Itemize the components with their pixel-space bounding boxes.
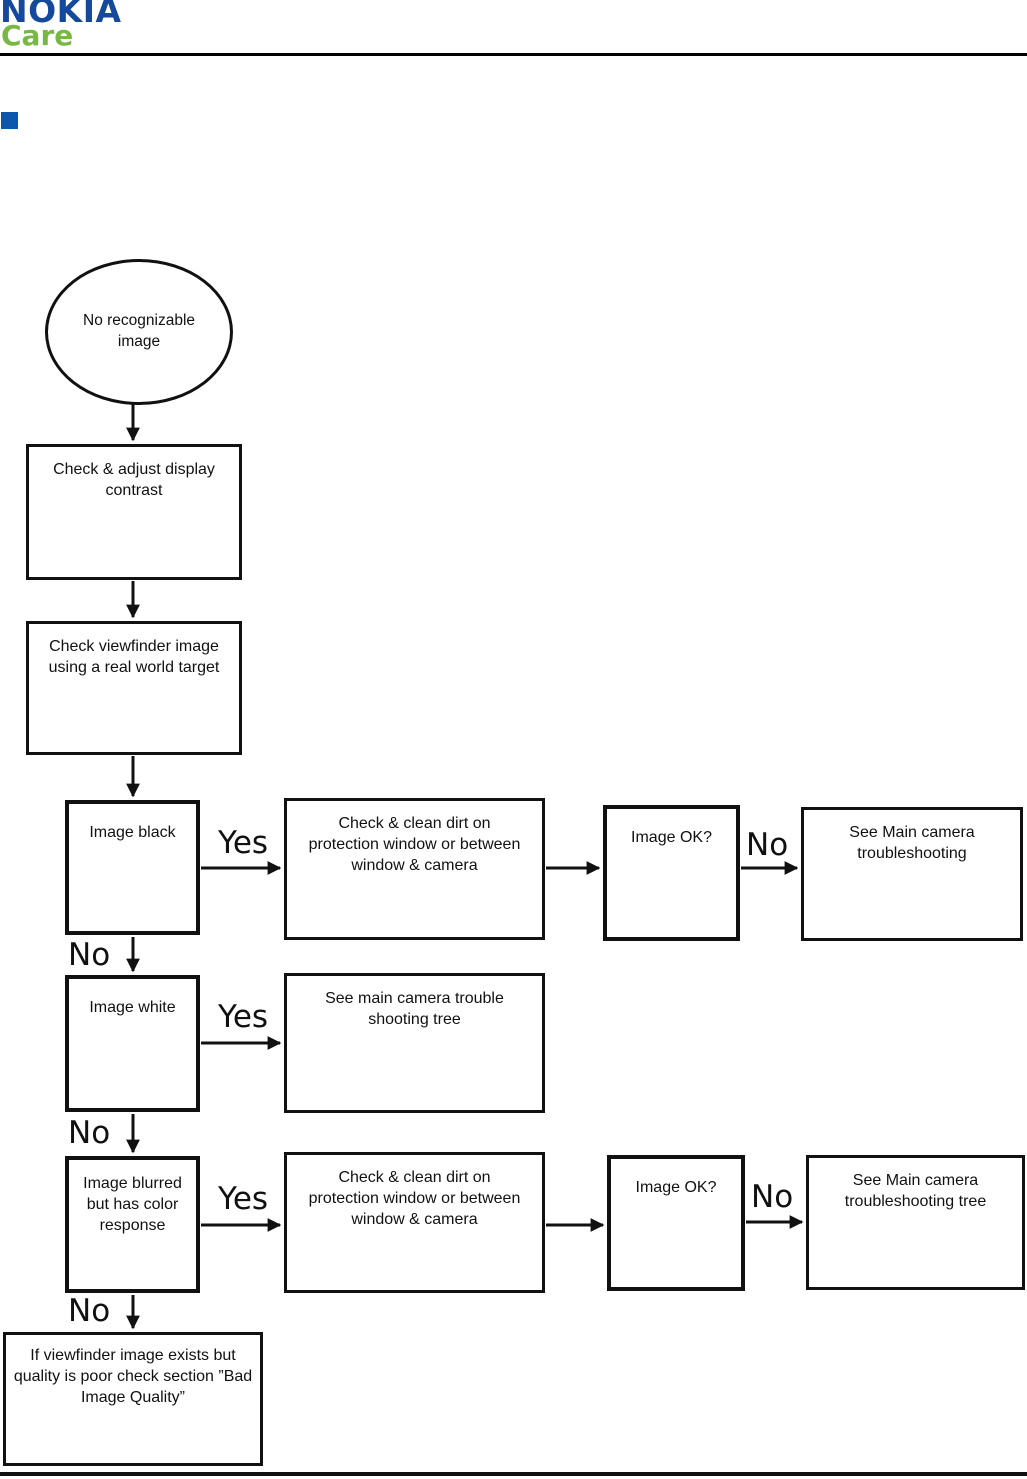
header-rule <box>0 53 1027 56</box>
edge-label-no-4: No <box>751 1179 794 1215</box>
flow-start-label: No recognizable image <box>83 312 196 350</box>
edge-label-no-3: No <box>68 1115 111 1151</box>
nokia-logo: NOKIA <box>0 0 122 30</box>
flow-node-see-main-3: See Main camera troubleshooting tree <box>806 1155 1025 1290</box>
footer-rule <box>0 1472 1027 1476</box>
section-marker-square <box>1 112 18 129</box>
flow-node-bad-quality: If viewfinder image exists but quality i… <box>3 1332 263 1466</box>
flow-node-label: Image blurred but has color response <box>83 1175 182 1235</box>
flow-node-image-ok-1: Image OK? <box>603 805 740 941</box>
flow-node-check-viewfinder: Check viewfinder image using a real worl… <box>26 621 242 755</box>
flow-node-label: See Main camera troubleshooting tree <box>844 1172 987 1211</box>
flow-node-label: Check viewfinder image using a real worl… <box>48 638 220 677</box>
edge-label-yes-3: Yes <box>218 1181 269 1217</box>
flow-node-clean-dirt-1: Check & clean dirt on protection window … <box>284 798 545 940</box>
flow-node-label: Check & clean dirt on protection window … <box>308 1169 521 1229</box>
flow-node-clean-dirt-2: Check & clean dirt on protection window … <box>284 1152 545 1293</box>
edge-label-no-5: No <box>68 1293 111 1329</box>
flow-node-image-black: Image black <box>65 800 200 935</box>
flow-node-label: See main camera trouble shooting tree <box>325 990 504 1029</box>
edge-label-yes-1: Yes <box>218 825 269 861</box>
flow-node-label: Image OK? <box>635 1179 717 1196</box>
flow-node-label: If viewfinder image exists but quality i… <box>13 1347 253 1407</box>
flow-node-label: Image OK? <box>631 829 712 846</box>
flow-node-image-ok-2: Image OK? <box>607 1155 745 1291</box>
edge-label-no-1: No <box>746 827 789 863</box>
flow-start-ellipse: No recognizable image <box>45 259 233 405</box>
flow-node-see-main-2: See main camera trouble shooting tree <box>284 973 545 1113</box>
flow-node-label: See Main camera troubleshooting <box>849 824 975 863</box>
flow-node-image-blurred: Image blurred but has color response <box>65 1156 200 1293</box>
flow-node-image-white: Image white <box>65 975 200 1112</box>
flow-node-label: Check & adjust display contrast <box>53 461 215 500</box>
care-logo: Care <box>1 19 74 52</box>
flow-node-label: Image white <box>89 999 176 1016</box>
flow-node-see-main-1: See Main camera troubleshooting <box>801 807 1023 941</box>
flow-node-label: Check & clean dirt on protection window … <box>308 815 521 875</box>
edge-label-yes-2: Yes <box>218 999 269 1035</box>
edge-label-no-2: No <box>68 937 111 973</box>
flow-node-label: Image black <box>89 824 176 841</box>
flow-node-check-contrast: Check & adjust display contrast <box>26 444 242 580</box>
